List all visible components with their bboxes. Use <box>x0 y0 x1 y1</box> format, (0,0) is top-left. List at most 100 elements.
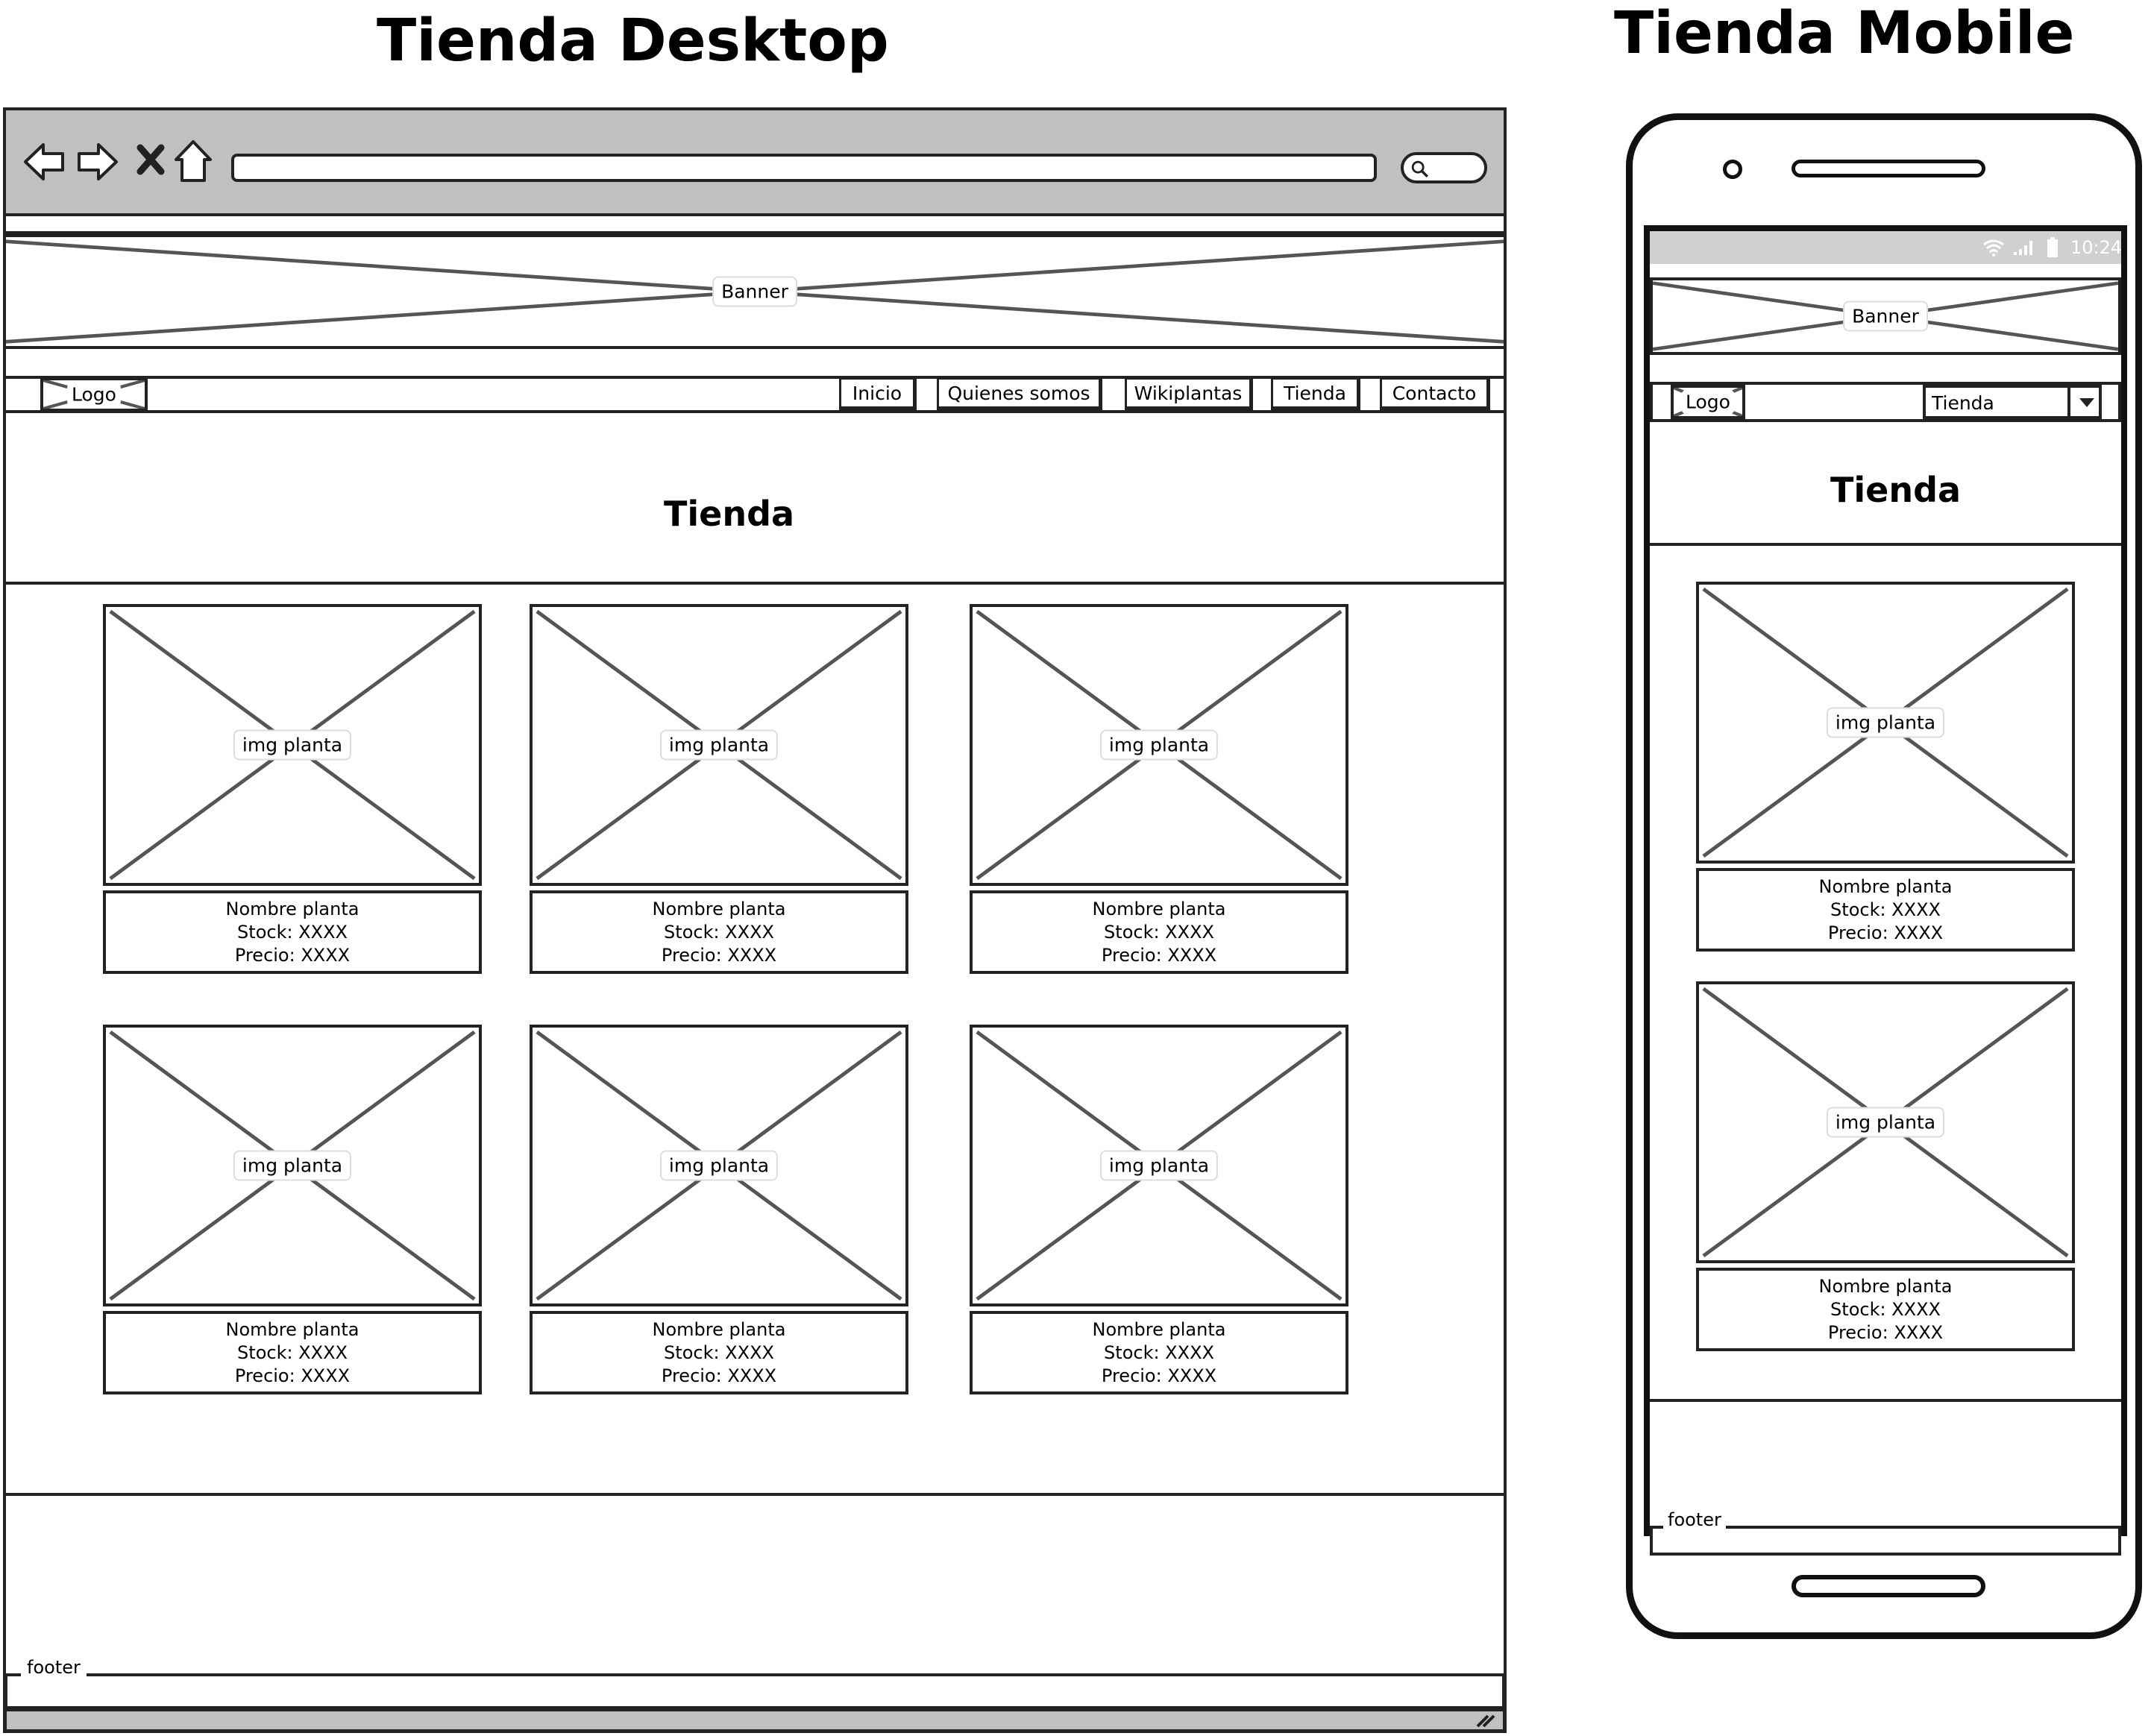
product-image-label: img planta <box>659 729 779 761</box>
browser-status-bar <box>4 1709 1505 1732</box>
product-image[interactable]: img planta <box>103 1025 482 1306</box>
nav-inicio[interactable]: Inicio <box>839 377 917 410</box>
product-image-label: img planta <box>233 729 352 761</box>
product-stock: Stock: XXXX <box>237 1342 348 1363</box>
status-time: 10:24 <box>2070 237 2123 258</box>
product-stock: Stock: XXXX <box>1830 1298 1941 1320</box>
product-stock: Stock: XXXX <box>664 1342 774 1363</box>
product-image[interactable]: img planta <box>970 1025 1348 1306</box>
mobile-banner: Banner <box>1650 277 2121 355</box>
mobile-content-divider <box>1650 1399 2121 1402</box>
product-image-label: img planta <box>233 1150 352 1181</box>
product-price: Precio: XXXX <box>1101 1365 1217 1386</box>
chevron-down-icon <box>2079 398 2094 407</box>
desktop-page-title: Tienda <box>664 494 795 534</box>
close-icon[interactable] <box>136 143 166 176</box>
product-image-label: img planta <box>659 1150 779 1181</box>
mobile-status-bar: 10:24 <box>1650 231 2123 264</box>
mobile-footer: footer <box>1650 1509 2121 1556</box>
product-name: Nombre planta <box>225 898 359 919</box>
battery-icon <box>2047 237 2058 257</box>
signal-icon <box>2014 241 2032 255</box>
back-arrow-icon[interactable] <box>22 140 66 183</box>
product-name: Nombre planta <box>225 1318 359 1340</box>
mobile-heading: Tienda Mobile <box>1614 0 2075 67</box>
product-image[interactable]: img planta <box>103 604 482 886</box>
product-price: Precio: XXXX <box>1827 1321 1944 1343</box>
desktop-logo[interactable]: Logo <box>40 377 148 412</box>
nav-wikiplantas[interactable]: Wikiplantas <box>1125 377 1253 410</box>
product-image[interactable]: img planta <box>1696 582 2075 864</box>
product-image[interactable]: img planta <box>970 604 1348 886</box>
product-image[interactable]: img planta <box>1696 981 2075 1263</box>
mobile-logo-label: Logo <box>1681 389 1735 415</box>
product-price: Precio: XXXX <box>1101 944 1217 966</box>
mobile-banner-label: Banner <box>1843 301 1928 332</box>
product-image-label: img planta <box>1826 707 1945 738</box>
product-image[interactable]: img planta <box>530 604 908 886</box>
search-icon <box>1411 160 1429 178</box>
product-image[interactable]: img planta <box>530 1025 908 1306</box>
product-stock: Stock: XXXX <box>237 921 348 943</box>
product-price: Precio: XXXX <box>1827 922 1944 943</box>
product-name: Nombre planta <box>1818 875 1953 897</box>
product-name: Nombre planta <box>652 1318 786 1340</box>
product-name: Nombre planta <box>1092 898 1226 919</box>
address-bar[interactable] <box>231 154 1377 182</box>
footer-label: footer <box>21 1657 87 1678</box>
mobile-nav-select[interactable]: Tienda <box>1923 385 2102 419</box>
product-stock: Stock: XXXX <box>1104 921 1214 943</box>
content-divider <box>3 1493 1507 1496</box>
product-price: Precio: XXXX <box>661 944 777 966</box>
mobile-logo[interactable]: Logo <box>1671 385 1745 419</box>
resize-grip-icon[interactable] <box>1475 1713 1497 1728</box>
mobile-footer-label: footer <box>1663 1509 1726 1530</box>
nav-quienes-somos[interactable]: Quienes somos <box>937 377 1102 410</box>
logo-label: Logo <box>67 382 121 407</box>
search-button[interactable] <box>1401 152 1487 183</box>
product-name: Nombre planta <box>1092 1318 1226 1340</box>
desktop-banner: Banner <box>3 234 1507 349</box>
product-price: Precio: XXXX <box>661 1365 777 1386</box>
mobile-nav-select-value: Tienda <box>1932 392 1994 414</box>
forward-arrow-icon[interactable] <box>76 140 119 183</box>
product-image-label: img planta <box>1099 729 1219 761</box>
product-stock: Stock: XXXX <box>1830 899 1941 920</box>
product-stock: Stock: XXXX <box>1104 1342 1214 1363</box>
wifi-icon <box>1983 239 2004 257</box>
phone-camera <box>1723 160 1742 179</box>
product-stock: Stock: XXXX <box>664 921 774 943</box>
desktop-heading: Tienda Desktop <box>377 7 889 75</box>
phone-speaker <box>1792 160 1985 177</box>
product-price: Precio: XXXX <box>234 1365 351 1386</box>
phone-home-button[interactable] <box>1792 1575 1985 1597</box>
product-name: Nombre planta <box>1818 1275 1953 1297</box>
desktop-nav-bar <box>3 376 1507 413</box>
mobile-title-divider <box>1650 543 2121 546</box>
nav-contacto[interactable]: Contacto <box>1380 377 1490 410</box>
dropdown-divider <box>2067 388 2070 416</box>
nav-tienda[interactable]: Tienda <box>1271 377 1360 410</box>
home-icon[interactable] <box>173 139 213 183</box>
mobile-page-title: Tienda <box>1830 470 1962 510</box>
banner-label: Banner <box>712 276 797 307</box>
toolbar-divider <box>3 215 1507 234</box>
product-name: Nombre planta <box>652 898 786 919</box>
product-price: Precio: XXXX <box>234 944 351 966</box>
